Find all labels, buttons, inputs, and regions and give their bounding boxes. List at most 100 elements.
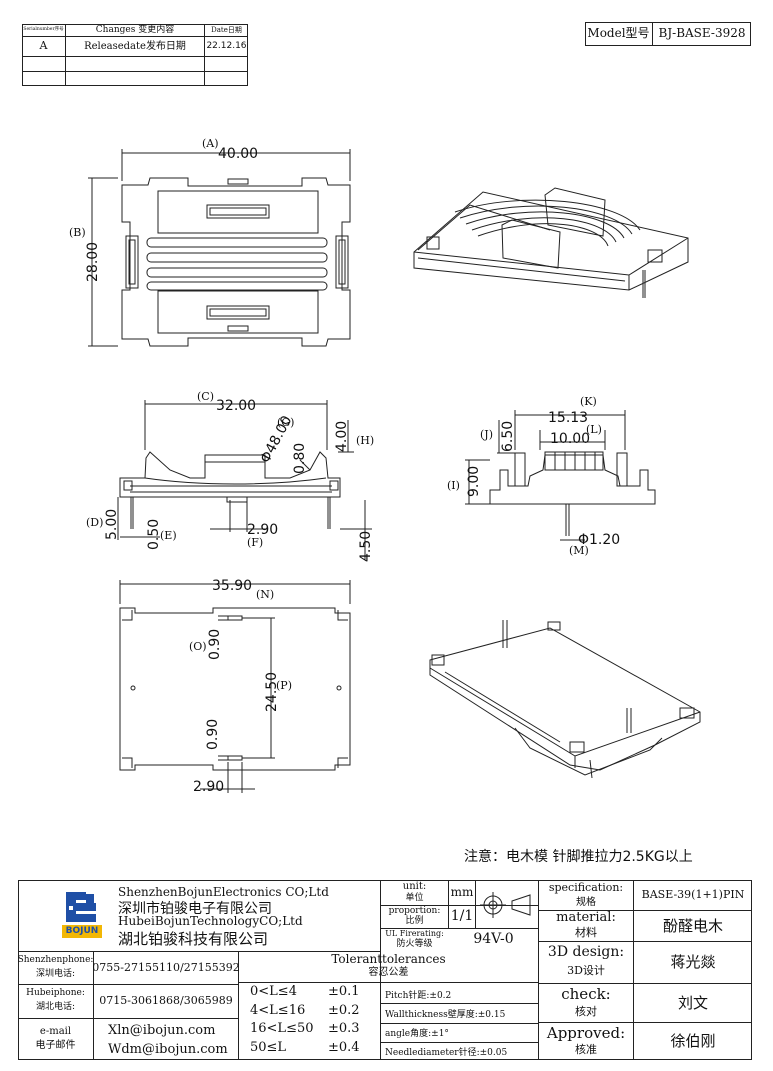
company-cn-1: 深圳市铂骏电子有限公司 <box>118 901 272 917</box>
approved-label: Approved: <box>546 1023 626 1042</box>
front-view <box>117 400 372 560</box>
dim-K-label: (K) <box>580 395 597 408</box>
fire-label-cn: 防火等级 <box>396 938 433 949</box>
spec-value: BASE-39(1+1)PIN <box>641 888 745 902</box>
bojun-logo: BOJUN <box>60 890 104 942</box>
dim-E-value: 0.50 <box>146 519 162 550</box>
hb-phone-value: 0715-3061868/3065989 <box>99 994 233 1008</box>
model-label: Model型号 <box>587 26 650 41</box>
company-en-1: ShenzhenBojunElectronics CO;Ltd <box>118 885 329 899</box>
tol-range-1: 0<L≤4 <box>250 984 297 999</box>
company-en-2: HubeiBojunTechnologyCO;Ltd <box>118 914 303 928</box>
tol-note-pitch: Pitch针距:±0.2 <box>385 991 452 1001</box>
rev-header-serial: Serialnumber序号 <box>23 27 64 33</box>
dim-F-value: 2.90 <box>247 522 278 538</box>
dim-A-value: 40.00 <box>218 146 258 162</box>
sz-phone-value: 0755-27155110/27155392 <box>92 960 240 974</box>
note-text: 注意：电木模 针脚推拉力2.5KG以上 <box>464 849 693 865</box>
projection-symbol-icon <box>478 890 536 924</box>
fire-label: UL Firerating: <box>385 929 444 939</box>
dim-G-label: (G) <box>277 416 294 429</box>
dim-I-label: (I) <box>447 479 460 492</box>
design-label: 3D design: <box>547 944 625 961</box>
spec-label-cn: 规格 <box>576 896 596 908</box>
dim-M-label: (M) <box>569 544 589 557</box>
email-label: e-mail <box>39 1025 72 1037</box>
unit-value: mm <box>450 885 474 900</box>
side-view <box>465 410 656 541</box>
tolerance-title-cn: 容忍公差 <box>368 967 409 978</box>
rev-change: Releasedate发布日期 <box>84 41 186 52</box>
technical-drawing: (A) 40.00 (B) 28.00 (C) 32.00 Φ48.00 (G)… <box>69 137 701 795</box>
bottom-view <box>119 580 351 793</box>
tol-note-angle: angle角度:±1° <box>385 1029 449 1039</box>
tol-value-4: ±0.4 <box>328 1040 360 1055</box>
tol-range-2: 4<L≤16 <box>250 1003 306 1018</box>
dim-O-value: 0.90 <box>207 629 223 660</box>
dim-N-label: (N) <box>256 588 274 601</box>
dim-B-label: (B) <box>69 226 86 239</box>
dim-080-value: 0.80 <box>292 443 308 474</box>
dim-D-label: (D) <box>86 516 103 529</box>
proportion-label: proportion: <box>388 905 441 916</box>
rev-header-date: Date日期 <box>211 25 242 34</box>
tol-range-3: 16<L≤50 <box>250 1021 314 1036</box>
dim-E-label: (E) <box>160 529 177 542</box>
material-value: 酚醛电木 <box>662 916 723 935</box>
dim-bottom-090-value: 0.90 <box>205 719 221 750</box>
rev-serial: A <box>39 39 48 53</box>
hb-phone-label: Hubeiphone: <box>26 988 85 999</box>
dim-H-label: (H) <box>356 434 374 447</box>
hb-phone-label-cn: 湖北电话: <box>35 1002 76 1013</box>
company-cn-2: 湖北铂骏科技有限公司 <box>118 930 269 948</box>
tol-value-2: ±0.2 <box>328 1003 360 1018</box>
dim-I-value: 9.00 <box>466 466 482 497</box>
iso-top-view <box>413 187 689 298</box>
sz-phone-label: Shenzhenphone: <box>17 955 94 966</box>
tol-note-needle: Needlediameter针径:±0.05 <box>385 1048 508 1058</box>
model-value: BJ-BASE-3928 <box>658 26 746 41</box>
dim-C-value: 32.00 <box>216 398 256 414</box>
logo-text: BOJUN <box>65 925 99 936</box>
proportion-value: 1/1 <box>450 908 474 925</box>
rev-date: 22.12.16 <box>206 40 247 51</box>
approved-value: 徐伯刚 <box>670 1032 716 1051</box>
dim-J-label: (J) <box>480 428 493 441</box>
email-1: Xln@ibojun.com <box>108 1023 216 1038</box>
fire-value: 94V-0 <box>473 931 514 948</box>
design-value: 蒋光燚 <box>670 953 716 972</box>
top-view <box>88 149 351 347</box>
tolerance-title: Toleranttolerances <box>331 951 446 966</box>
dim-N-value: 35.90 <box>212 578 252 594</box>
proportion-label-cn: 比例 <box>405 915 424 926</box>
dim-450-value: 4.50 <box>358 531 374 562</box>
email-2: Wdm@ibojun.com <box>108 1042 228 1057</box>
dim-L-value: 10.00 <box>550 431 590 447</box>
tol-range-4: 50≤L <box>250 1040 287 1055</box>
check-label: check: <box>561 984 611 1003</box>
check-label-cn: 核对 <box>575 1004 597 1018</box>
check-value: 刘文 <box>677 993 708 1012</box>
iso-bottom-view <box>429 620 701 779</box>
dim-J-value: 6.50 <box>500 421 516 452</box>
dim-O-label: (O) <box>189 640 207 653</box>
material-label-cn: 材料 <box>575 925 597 939</box>
dim-B-value: 28.00 <box>85 242 101 282</box>
spec-label: specification: <box>548 880 624 894</box>
tol-value-3: ±0.3 <box>328 1021 360 1036</box>
dim-P-value: 24.50 <box>264 672 280 712</box>
dim-M-value: Φ1.20 <box>578 532 620 548</box>
dim-bottom-290-value: 2.90 <box>193 779 224 795</box>
unit-label-cn: 单位 <box>405 892 424 903</box>
dim-F-label: (F) <box>247 536 263 549</box>
dim-K-value: 15.13 <box>548 410 588 426</box>
material-label: material: <box>556 910 616 926</box>
dim-D-value: 5.00 <box>104 509 120 540</box>
dim-C-label: (C) <box>197 390 214 403</box>
design-label-cn: 3D设计 <box>567 963 605 977</box>
dim-A-label: (A) <box>202 137 219 150</box>
rev-header-changes: Changes 变更内容 <box>95 24 175 35</box>
dim-L-label: (L) <box>586 423 602 436</box>
sz-phone-label-cn: 深圳电话: <box>35 969 76 980</box>
tol-value-1: ±0.1 <box>328 984 360 999</box>
